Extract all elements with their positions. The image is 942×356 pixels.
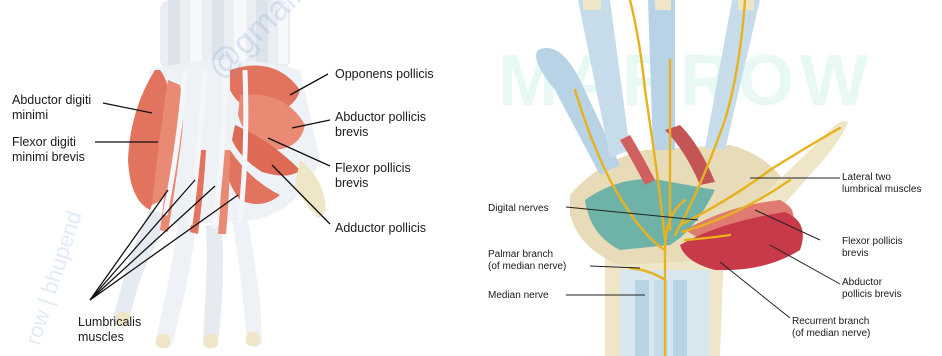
label-median-nerve: Median nerve — [488, 290, 549, 302]
label-palmar-branch: Palmar branch (of median nerve) — [488, 249, 566, 273]
label-flexor-pollicis-brevis: Flexor pollicis brevis — [842, 236, 903, 260]
label-abductor-pollicis-brevis: Abductor pollicis brevis — [842, 277, 901, 301]
wrist-tendons — [160, 0, 290, 70]
label-recurrent-branch: Recurrent branch (of median nerve) — [792, 316, 870, 340]
right-hand-nerves-panel: MARROW — [470, 0, 942, 356]
label-lateral-two-lumbrical-muscles: Lateral two lumbrical muscles — [842, 172, 921, 196]
label-flexor-digiti-minimi-brevis: Flexor digiti minimi brevis — [12, 135, 85, 165]
left-hand-muscles-panel: Abductor digiti minimi Flexor digiti min… — [0, 0, 470, 356]
label-abductor-pollicis-brevis: Abductor pollicis brevis — [335, 110, 426, 140]
label-lumbricalis-muscles: Lumbricalis muscles — [78, 315, 141, 345]
label-adductor-pollicis: Adductor pollicis — [335, 221, 426, 236]
label-opponens-pollicis: Opponens pollicis — [335, 67, 434, 82]
label-abductor-digiti-minimi: Abductor digiti minimi — [12, 93, 91, 123]
label-digital-nerves: Digital nerves — [488, 203, 549, 215]
label-flexor-pollicis-brevis: Flexor pollicis brevis — [335, 161, 411, 191]
